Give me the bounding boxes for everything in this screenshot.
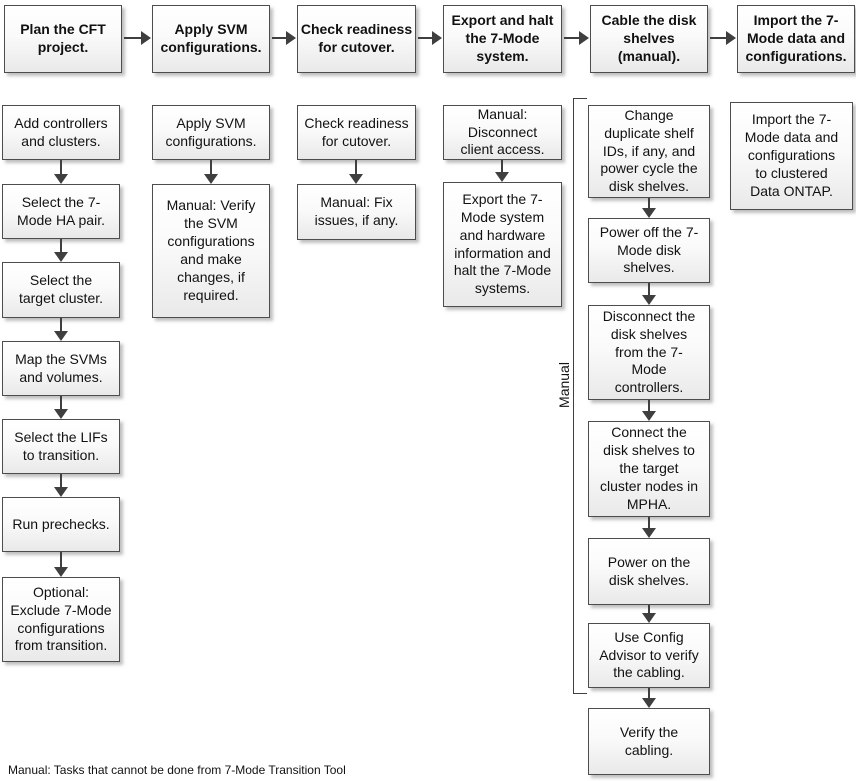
step-disconnect-clients: Manual: Disconnect client access. (443, 105, 562, 160)
arrow-down-icon (642, 400, 656, 421)
step-apply-svm: Apply SVM configurations. (152, 105, 270, 160)
header-check-readiness: Check readiness for cutover. (297, 5, 416, 73)
arrow-right-icon (418, 31, 442, 45)
arrow-down-icon (642, 198, 656, 218)
header-cable-shelves: Cable the disk shelves (manual). (590, 5, 708, 73)
arrow-down-icon (54, 552, 68, 577)
step-select-lifs: Select the LIFs to transition. (2, 419, 120, 474)
arrow-right-icon (564, 31, 589, 45)
arrow-down-icon (54, 396, 68, 419)
arrow-down-icon (54, 474, 68, 497)
step-import-data: Import the 7- Mode data and configuratio… (730, 102, 853, 210)
step-map-svms: Map the SVMs and volumes. (2, 341, 120, 396)
arrow-down-icon (54, 239, 68, 262)
manual-bracket-label: Manual (556, 362, 572, 408)
header-apply-svm: Apply SVM configurations. (152, 5, 270, 73)
step-config-advisor: Use Config Advisor to verify the cabling… (588, 623, 710, 688)
step-change-shelf-ids: Change duplicate shelf IDs, if any, and … (588, 105, 710, 198)
arrow-right-icon (124, 31, 151, 45)
arrow-down-icon (54, 160, 68, 184)
step-exclude-configs: Optional: Exclude 7-Mode configurations … (2, 577, 120, 662)
arrow-down-icon (349, 160, 363, 184)
header-export-halt: Export and halt the 7-Mode system. (443, 5, 562, 73)
manual-bracket (573, 98, 587, 694)
step-add-controllers: Add controllers and clusters. (2, 105, 120, 160)
step-power-off-shelves: Power off the 7- Mode disk shelves. (588, 218, 710, 283)
step-fix-issues: Manual: Fix issues, if any. (297, 184, 416, 240)
footnote: Manual: Tasks that cannot be done from 7… (8, 763, 346, 777)
arrow-right-icon (272, 31, 296, 45)
step-power-on-shelves: Power on the disk shelves. (588, 538, 710, 605)
arrow-down-icon (642, 605, 656, 623)
arrow-down-icon (642, 688, 656, 708)
step-select-cluster: Select the target cluster. (2, 262, 120, 318)
arrow-down-icon (642, 283, 656, 305)
step-select-ha-pair: Select the 7- Mode HA pair. (2, 184, 120, 239)
step-run-prechecks: Run prechecks. (2, 497, 120, 552)
arrow-down-icon (54, 318, 68, 341)
arrow-down-icon (204, 160, 218, 184)
step-connect-shelves: Connect the disk shelves to the target c… (588, 421, 710, 517)
arrow-down-icon (642, 517, 656, 538)
step-verify-svm: Manual: Verify the SVM configurations an… (152, 184, 270, 318)
arrow-down-icon (495, 160, 509, 182)
step-export-system: Export the 7- Mode system and hardware i… (443, 182, 562, 307)
header-import-data: Import the 7- Mode data and configuratio… (737, 5, 855, 73)
step-check-readiness: Check readiness for cutover. (297, 105, 416, 160)
header-plan-cft: Plan the CFT project. (4, 5, 122, 73)
arrow-right-icon (710, 31, 736, 45)
step-verify-cabling: Verify the cabling. (588, 708, 710, 775)
step-disconnect-shelves: Disconnect the disk shelves from the 7- … (588, 305, 710, 400)
